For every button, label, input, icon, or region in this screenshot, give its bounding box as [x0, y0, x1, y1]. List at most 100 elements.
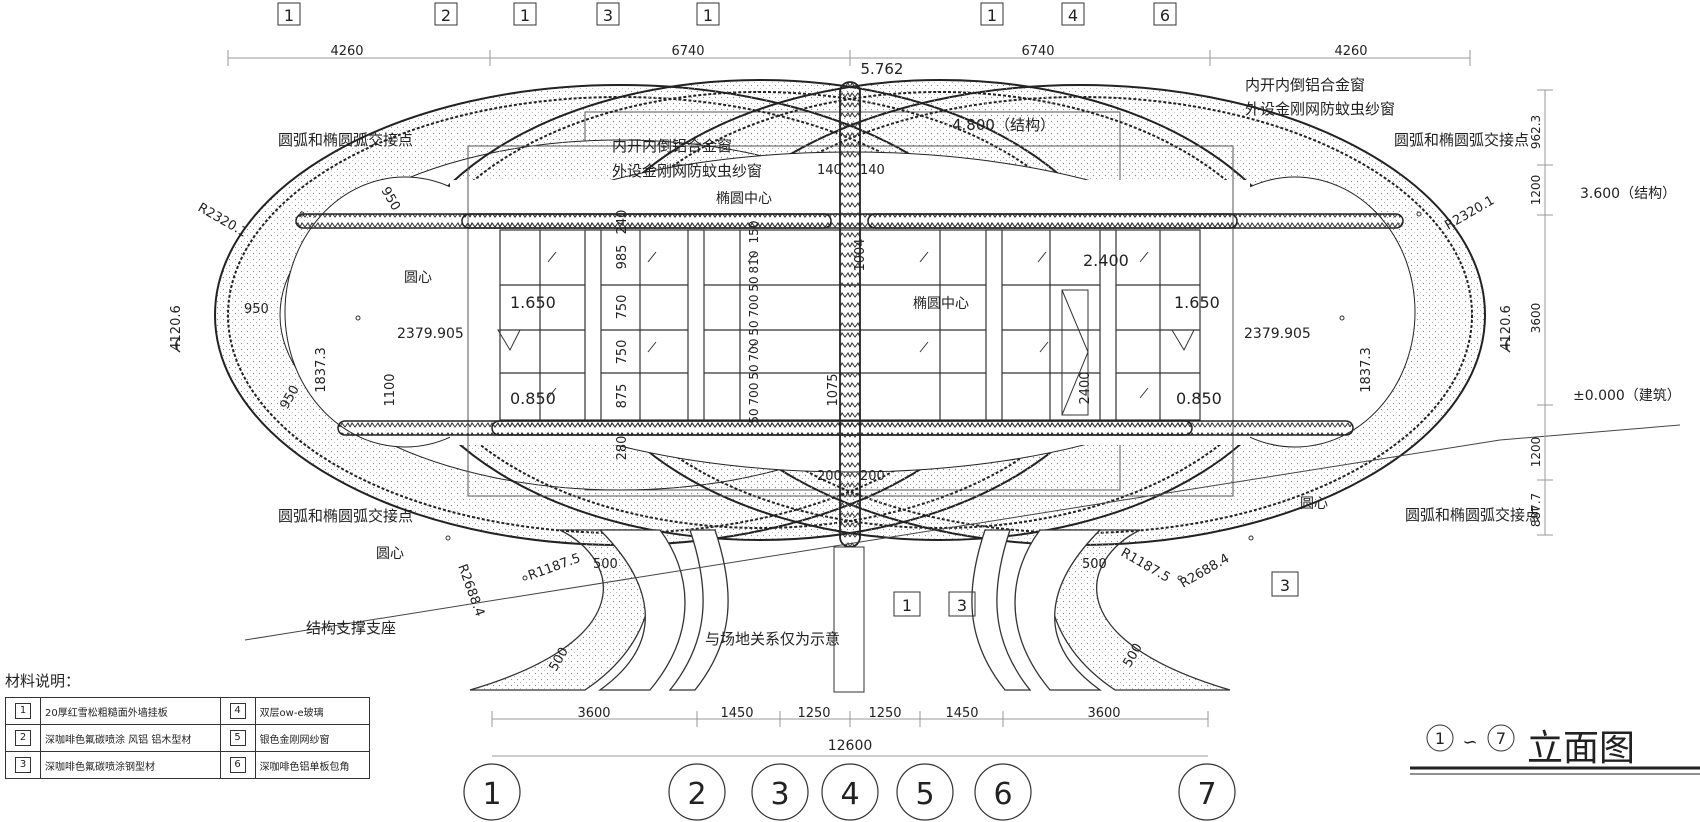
dim: 240	[615, 210, 630, 235]
top-grid-tags: 1 2 1 3 1 1 4 6	[277, 2, 1177, 26]
drawing-title-text: 立面图	[1527, 728, 1635, 769]
dim: 700	[747, 339, 761, 362]
legend-num: 5	[229, 730, 246, 746]
dim: 500	[593, 557, 618, 572]
window-note: 外设金刚网防蚊虫纱窗	[1245, 100, 1395, 118]
label: 圆心	[1300, 496, 1328, 512]
dim: 1.650	[510, 293, 556, 312]
top-tag: 1	[987, 6, 997, 25]
drawing-title: 1 ∽ 7 立面图	[1410, 724, 1700, 775]
dim: 4120.6	[1499, 305, 1514, 351]
label: 圆弧和椭圆弧交接点	[278, 507, 413, 525]
bottom-total: 12600	[828, 738, 873, 754]
dim: 50	[747, 276, 761, 291]
legend-row: 1 20厚红雪松粗糙面外墙挂板 4 双层ow-e玻璃	[5, 697, 371, 725]
axis-label: 3	[770, 777, 789, 812]
beams	[295, 213, 1404, 436]
dim: 1100	[383, 373, 398, 406]
dim: 700	[747, 295, 761, 318]
dim: 0.850	[510, 389, 556, 408]
top-tag: 1	[520, 6, 530, 25]
svg-text:1: 1	[1435, 729, 1445, 748]
dim: R2688.4	[1178, 551, 1233, 591]
dim: 4120.6	[169, 305, 184, 351]
dim: 200	[817, 469, 842, 484]
label: 圆心	[404, 270, 432, 286]
arch-000-label: ±0.000（建筑）	[1573, 388, 1681, 404]
site-line	[244, 424, 1681, 641]
bottom-dim: 1250	[868, 706, 901, 721]
dim: R2688.4	[454, 562, 487, 618]
top-dim: 6740	[671, 44, 704, 59]
window-note: 内开内倒铝合金窗	[1245, 76, 1365, 94]
dim: 750	[615, 295, 630, 320]
center-dots	[299, 211, 1422, 581]
legend-text: 银色金刚网纱窗	[254, 724, 371, 752]
top-tag: 1	[703, 6, 713, 25]
label: 椭圆中心	[913, 296, 969, 312]
dim: 985	[615, 245, 630, 270]
label: 圆弧和椭圆弧交接点	[1405, 506, 1540, 524]
axis-bubbles	[463, 763, 1236, 821]
dim: R2320.1	[1443, 193, 1498, 233]
axis-label: 4	[840, 777, 859, 812]
dim: 150	[747, 221, 761, 244]
dim: 50	[747, 364, 761, 379]
support-legs	[469, 529, 1231, 691]
label: 圆弧和椭圆弧交接点	[278, 131, 413, 149]
legend-text: 20厚红雪松粗糙面外墙挂板	[40, 697, 221, 725]
window-note: 内开内倒铝合金窗	[612, 137, 732, 155]
dim: 2.400	[1083, 251, 1129, 270]
axis-label: 5	[915, 777, 934, 812]
right-dim: 962.3	[1529, 115, 1543, 149]
dim: 1837.3	[314, 347, 329, 393]
top-dim: 6740	[1021, 44, 1054, 59]
right-dim: 3600	[1529, 303, 1543, 334]
right-dim: 887.7	[1529, 493, 1543, 527]
svg-text:7: 7	[1496, 729, 1506, 748]
mid-tag: 1	[902, 596, 912, 615]
label: 圆弧和椭圆弧交接点	[1394, 131, 1529, 149]
dim: 875	[615, 384, 630, 409]
materials-legend: 材料说明： 1 20厚红雪松粗糙面外墙挂板 4 双层ow-e玻璃 2 深咖啡色氟…	[5, 670, 371, 779]
bottom-dim: 1450	[945, 706, 978, 721]
axis-label: 7	[1197, 777, 1216, 812]
vent-mark-right	[1171, 329, 1195, 352]
dim: 200	[860, 469, 885, 484]
dim: 500	[1082, 557, 1107, 572]
bottom-dim: 1250	[797, 706, 830, 721]
dim: R1187.5	[1118, 545, 1173, 585]
legend-table: 1 20厚红雪松粗糙面外墙挂板 4 双层ow-e玻璃 2 深咖啡色氟碳喷涂 风铝…	[5, 697, 371, 779]
dim: 1837.3	[1359, 347, 1374, 393]
dim: R1187.5	[526, 551, 582, 584]
legend-num: 2	[15, 730, 31, 746]
window-note: 外设金刚网防蚊虫纱窗	[612, 162, 762, 180]
dim: 810	[747, 251, 761, 274]
axis-label: 1	[482, 777, 501, 812]
dim: 2379.905	[1244, 326, 1311, 342]
legend-title: 材料说明：	[5, 672, 81, 690]
struct-3600-label: 3.600（结构）	[1580, 186, 1676, 202]
bottom-dim: 3600	[1087, 706, 1120, 721]
top-dim: 4260	[1334, 44, 1367, 59]
axis-label: 6	[993, 777, 1012, 812]
glass-marks	[547, 251, 1149, 399]
legend-text: 深咖啡色氟碳喷涂 风铝 铝木型材	[40, 724, 221, 752]
legend-num: 3	[15, 757, 31, 773]
dim: 50	[747, 320, 761, 335]
dim: 280	[615, 436, 630, 461]
dim: 1004	[853, 238, 868, 271]
top-dimension-line	[227, 50, 1471, 66]
top-tag: 4	[1068, 6, 1078, 25]
mid-tag: 3	[957, 596, 967, 615]
right-dim: 1200	[1529, 437, 1543, 468]
legend-num: 1	[15, 703, 31, 719]
dim: 700	[747, 383, 761, 406]
top-tag: 3	[603, 6, 613, 25]
right-tag: 3	[1280, 576, 1290, 595]
legend-num: 4	[229, 703, 246, 719]
label: 椭圆中心	[716, 191, 772, 207]
central-post	[833, 546, 865, 693]
dim: 750	[615, 340, 630, 365]
